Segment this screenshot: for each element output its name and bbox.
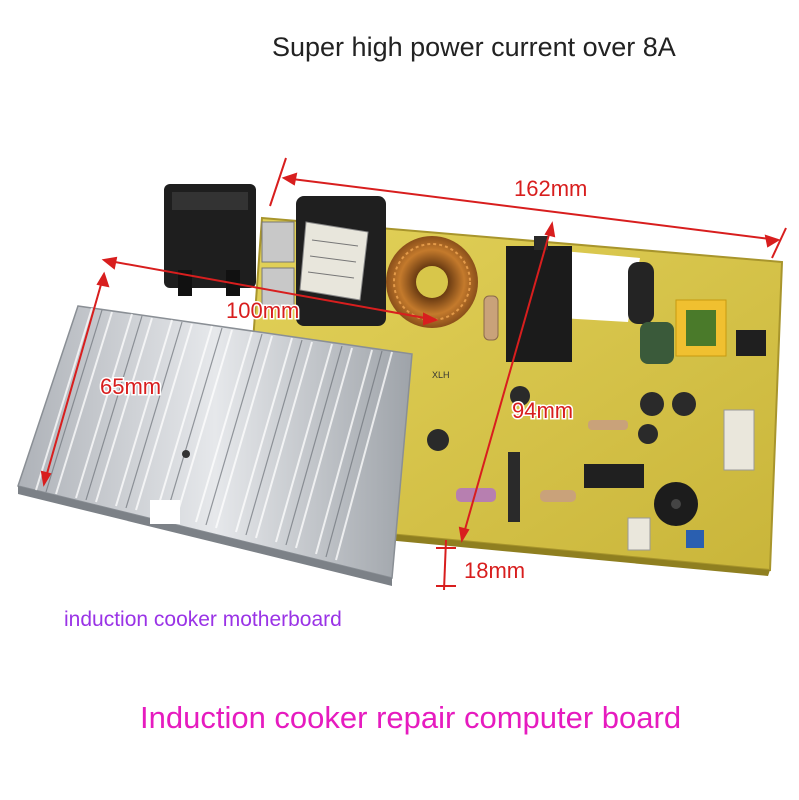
capacitor: [510, 386, 530, 406]
dimension-label-height: 18mm: [464, 558, 525, 583]
bottom-caption: Induction cooker repair computer board: [140, 700, 682, 735]
ic-chip: [736, 330, 766, 356]
ic-chip: [584, 464, 644, 488]
dimension-lines: [40, 157, 787, 591]
black-capacitor: [296, 196, 386, 326]
dimension-label-heatsink-width: 65mm: [100, 374, 161, 399]
electrolytic-capacitor: [640, 322, 674, 364]
board-marking: XLH: [432, 370, 450, 380]
capacitor: [672, 392, 696, 416]
electrolytic-capacitor: [628, 262, 654, 324]
product-photo: XLH: [17, 157, 787, 591]
terminal-block: [261, 221, 295, 263]
potentiometer: [686, 530, 704, 548]
resistor: [483, 295, 499, 341]
terminal-block: [261, 267, 295, 309]
power-module-pin: [534, 236, 548, 250]
heatsink-notch: [150, 500, 180, 524]
capacitor: [640, 392, 664, 416]
capacitor: [427, 429, 449, 451]
diode: [508, 452, 520, 522]
heatsink-screw-hole: [182, 450, 190, 458]
buzzer-hole: [671, 499, 681, 509]
dimension-label-heatsink-length: 100mm: [226, 298, 299, 323]
dimension-label-board-width: 94mm: [512, 398, 573, 423]
resistor: [456, 488, 496, 502]
middle-caption: induction cooker motherboard: [64, 608, 342, 631]
black-relay-block: [164, 184, 256, 296]
connector: [627, 517, 651, 551]
resistor: [588, 420, 628, 430]
top-caption: Super high power current over 8A: [272, 32, 676, 62]
copper-coil: [386, 236, 478, 328]
connector: [723, 409, 755, 471]
resistor: [540, 490, 576, 502]
transformer-core: [686, 310, 716, 346]
dimension-label-length: 162mm: [514, 176, 587, 201]
transformer: [675, 299, 727, 357]
capacitor: [638, 424, 658, 444]
heatsink: [17, 305, 413, 586]
power-module: [506, 246, 572, 362]
